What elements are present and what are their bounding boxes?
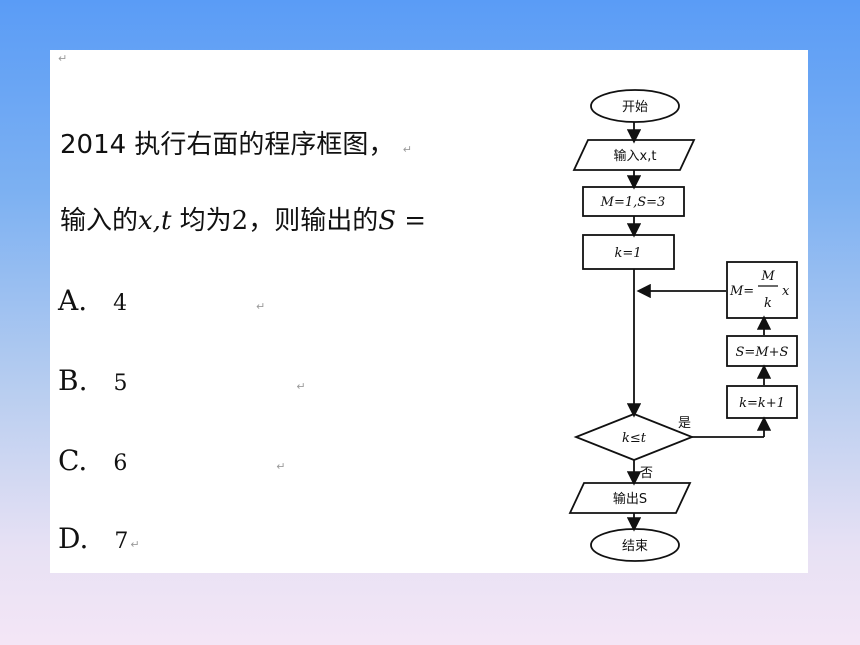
k-init-box (582, 234, 675, 270)
option-d: D. 7↵ (58, 522, 140, 555)
paragraph-mark: ↵ (130, 538, 140, 551)
start-terminal (590, 89, 680, 123)
question-text-2-prefix: 输入的 (60, 206, 139, 236)
question-equals: = (396, 206, 427, 236)
question-line-2: 输入的x,t 均为2，则输出的S = (60, 200, 426, 237)
end-terminal (590, 528, 680, 562)
k-init-label: k=1 (614, 246, 641, 261)
option-letter: D. (58, 522, 89, 555)
init-box (582, 186, 685, 217)
option-value: 5 (113, 371, 128, 396)
paragraph-mark: ↵ (276, 460, 286, 473)
no-label: 否 (640, 466, 653, 481)
update-s-label: S=M+S (736, 345, 789, 360)
update-s-box (726, 335, 798, 367)
option-letter: C. (58, 444, 88, 477)
question-text-2-mid: 均为 (171, 206, 232, 236)
question-line-1: 2014 执行右面的程序框图， ↵ (60, 124, 412, 161)
paragraph-mark: ↵ (296, 380, 306, 393)
question-vars: x,t (138, 206, 172, 236)
output-parallelogram (568, 482, 692, 514)
option-b: B. 5 ↵ (58, 364, 306, 397)
update-k-box (726, 385, 798, 419)
slide-content-area: ↵ 2014 执行右面的程序框图， ↵ 输入的x,t 均为2，则输出的S = A… (50, 50, 808, 573)
flowchart: 开始 输入x,t M=1,S=3 k=1 M= M k x S=M+S k=k+… (568, 89, 798, 562)
input-label: 输入x,t (614, 148, 657, 164)
option-c: C. 6 ↵ (58, 444, 285, 477)
paragraph-mark: ↵ (402, 143, 412, 156)
update-k-label: k=k+1 (739, 396, 785, 411)
option-value: 6 (113, 451, 128, 476)
yes-label: 是 (678, 416, 691, 431)
update-m-prefix: M= (729, 284, 754, 299)
question-output-var: S (378, 206, 397, 236)
condition-label: k≤t (622, 431, 647, 446)
update-m-suffix: x (782, 284, 790, 299)
condition-diamond (573, 413, 695, 461)
option-a: A. 4 ↵ (58, 284, 265, 317)
input-parallelogram (572, 139, 696, 171)
option-letter: B. (58, 364, 88, 397)
option-value: 7 (114, 529, 129, 554)
update-m-numerator: M (760, 269, 775, 284)
start-label: 开始 (622, 100, 648, 115)
init-label: M=1,S=3 (600, 195, 666, 210)
question-number: 2 (231, 206, 249, 236)
update-m-denominator: k (764, 296, 772, 311)
option-value: 4 (113, 291, 128, 316)
paragraph-mark: ↵ (58, 52, 68, 65)
paragraph-mark: ↵ (256, 300, 266, 313)
output-label: 输出S (613, 491, 647, 507)
option-letter: A. (58, 284, 88, 317)
end-label: 结束 (622, 539, 648, 554)
question-text-2-suffix: ，则输出的 (248, 206, 379, 236)
question-text-1: 2014 执行右面的程序框图， (60, 130, 395, 160)
update-m-box (726, 261, 798, 319)
